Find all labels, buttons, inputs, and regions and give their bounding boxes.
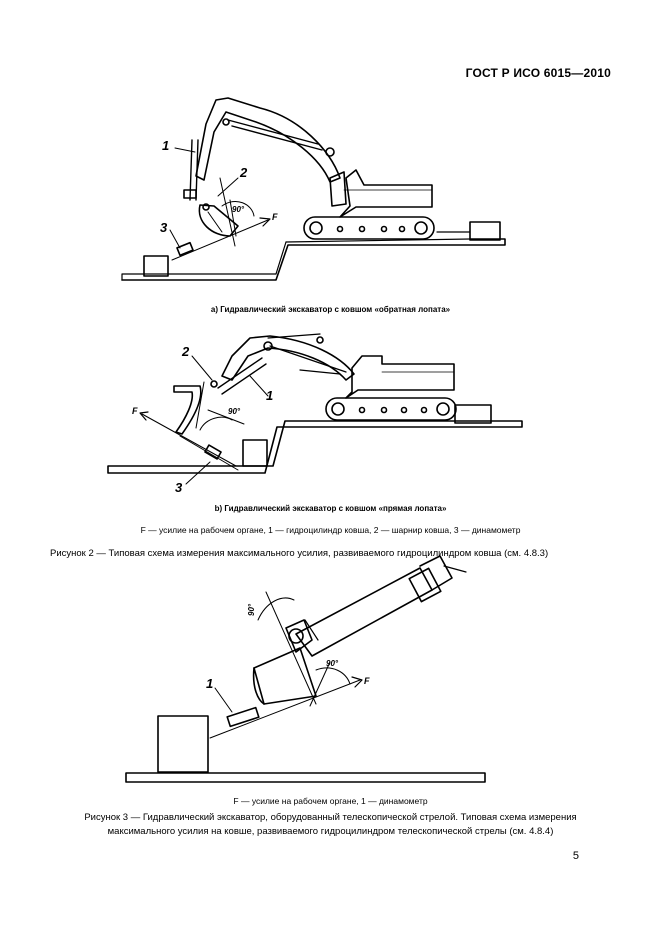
test-block-2a [143, 255, 169, 277]
force-line-2b [141, 413, 237, 467]
ground-line-3 [125, 772, 486, 783]
caption-2b: b) Гидравлический экскаватор с ковшом «п… [214, 504, 447, 513]
test-block-3 [157, 715, 209, 773]
tracks-2b [325, 397, 457, 421]
boom-2a [195, 97, 341, 183]
test-block-2b [242, 439, 268, 467]
force-label-2b: F [132, 406, 138, 416]
angle-label-2a: 90° [232, 205, 245, 214]
force-line-3 [209, 679, 361, 739]
figure-3-legend: F — усилие на рабочем органе, 1 — динамо… [233, 796, 428, 806]
bucket-3 [253, 647, 317, 705]
angle-label-3b: 90° [326, 659, 339, 668]
excavator-body-2b [345, 355, 455, 399]
label-3-2a: 3 [160, 220, 168, 235]
dynamometer-3 [226, 706, 260, 728]
force-line-2a [171, 219, 269, 261]
page-number: 5 [572, 850, 579, 862]
figure-3-title-line1: Рисунок 3 — Гидравлический экскаватор, о… [84, 812, 577, 823]
dynamometer-2b [204, 444, 222, 460]
tracks-2a [303, 216, 435, 240]
excavator-body-2a [339, 169, 433, 218]
bucket-2b [173, 385, 202, 435]
label-1-3: 1 [206, 676, 213, 691]
ground-line-2a [121, 238, 506, 281]
figure-3-title: Рисунок 3 — Гидравлический экскаватор, о… [50, 811, 611, 839]
force-label-3: F [364, 676, 370, 686]
label-2-2b: 2 [181, 344, 190, 359]
bucket-2a [198, 204, 239, 237]
label-1-2b: 1 [266, 388, 273, 403]
angle-label-2b: 90° [228, 407, 241, 416]
standard-code-header: ГОСТ Р ИСО 6015—2010 [465, 66, 611, 80]
figure-2-title: Рисунок 2 — Типовая схема измерения макс… [50, 548, 549, 559]
dynamometer-2a [176, 241, 194, 257]
anchor-block-2a [469, 221, 501, 241]
caption-2a: a) Гидравлический экскаватор с ковшом «о… [210, 305, 451, 314]
figure-3-title-line2: максимального усилия на ковше, развиваем… [107, 826, 554, 837]
label-2-2a: 2 [239, 165, 248, 180]
ground-line-2b [107, 420, 523, 474]
label-1-2a: 1 [162, 138, 169, 153]
force-label-2a: F [272, 212, 278, 222]
angle-label-3a: 90° [247, 603, 256, 616]
figure-2-legend: F — усилие на рабочем органе, 1 — гидроц… [140, 525, 521, 535]
label-3-2b: 3 [175, 480, 183, 495]
